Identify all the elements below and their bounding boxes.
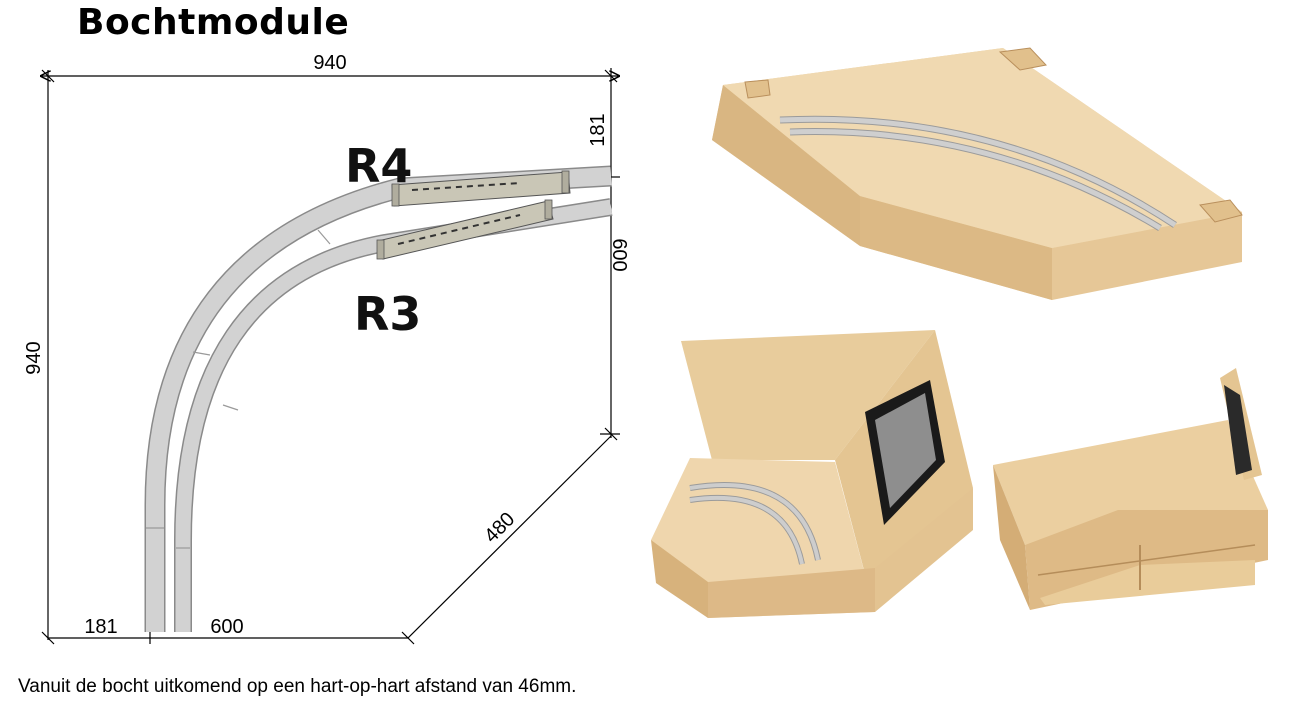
technical-drawing: 940 940 181 600 181 600 480 R4 R3 bbox=[23, 52, 630, 645]
dim-bottom-left: 181 bbox=[84, 616, 117, 638]
module-render-back bbox=[993, 368, 1268, 610]
dim-right-middle: 600 bbox=[608, 238, 630, 271]
tick-mark bbox=[41, 631, 55, 645]
track-label-r3: R3 bbox=[354, 287, 421, 341]
track-r4 bbox=[146, 167, 612, 632]
caption-text: Vanuit de bocht uitkomend op een hart-op… bbox=[18, 676, 577, 697]
dim-bottom-middle: 600 bbox=[210, 616, 243, 638]
r3-connector bbox=[376, 199, 554, 260]
module-render-open bbox=[651, 330, 973, 618]
tick-mark bbox=[41, 69, 55, 83]
track-joints bbox=[146, 229, 331, 549]
diagonal-edge-line bbox=[407, 435, 612, 639]
dim-diagonal: 480 bbox=[480, 508, 519, 547]
r4-connector bbox=[391, 170, 571, 207]
tick-mark bbox=[604, 69, 618, 83]
track-r3 bbox=[175, 199, 613, 632]
dim-right-top: 181 bbox=[587, 113, 609, 146]
track-label-r4: R4 bbox=[345, 139, 412, 193]
dim-left-height: 940 bbox=[23, 341, 45, 374]
tick-mark bbox=[604, 427, 618, 441]
page-title: Bochtmodule bbox=[77, 2, 350, 43]
module-render-top bbox=[712, 47, 1243, 300]
dim-top-width: 940 bbox=[313, 52, 346, 74]
screen-display bbox=[875, 393, 936, 508]
tick-mark bbox=[401, 631, 415, 645]
